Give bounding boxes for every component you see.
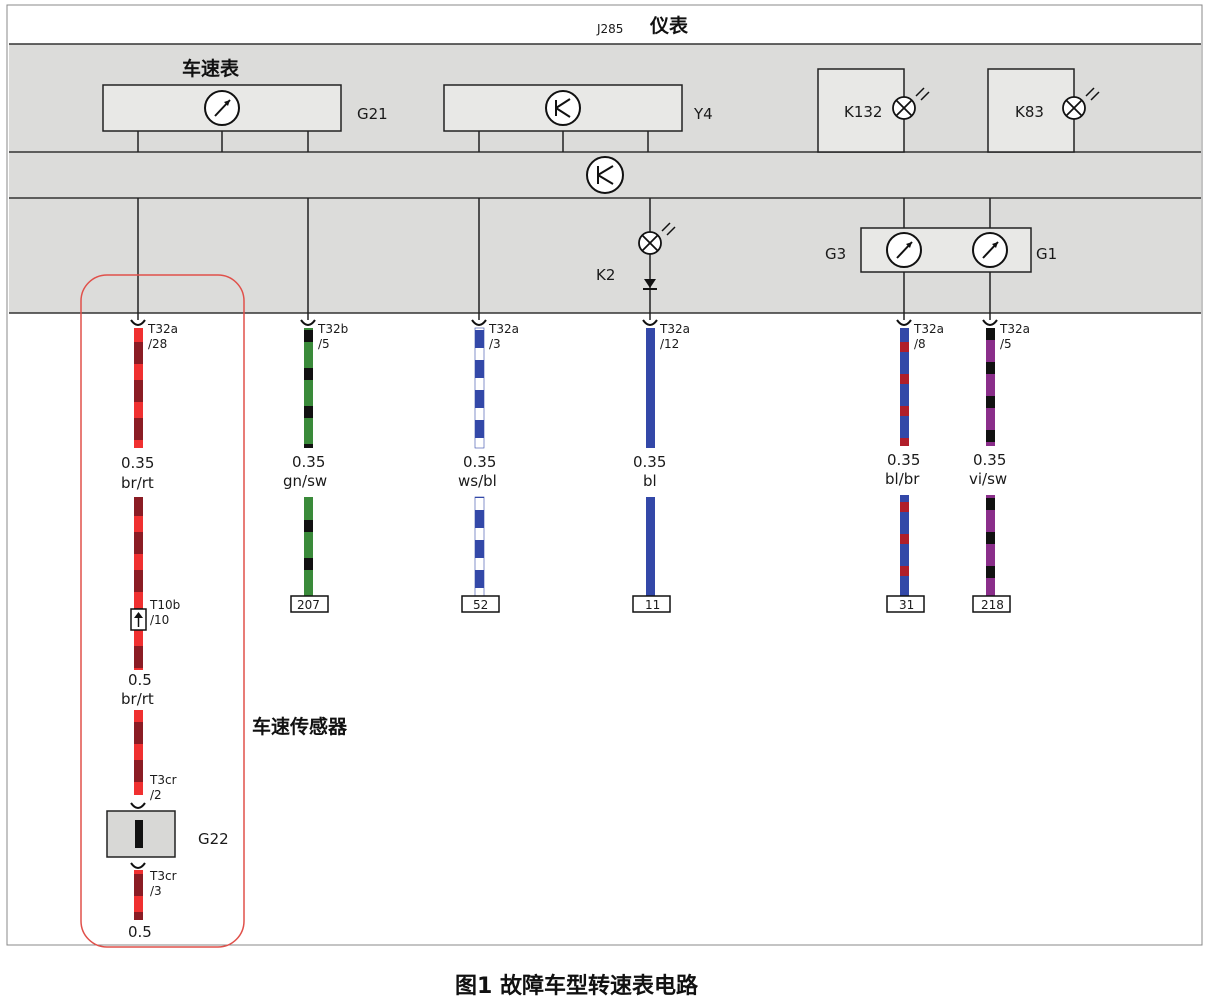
- t3cr-top-connector: [130, 802, 146, 809]
- w1-size2: 0.5: [128, 671, 152, 689]
- w3-size: 0.35: [463, 453, 496, 471]
- w5-connector: T32a: [913, 322, 944, 336]
- k83-component: [987, 68, 1100, 153]
- g3-label: G3: [825, 245, 846, 263]
- w6-color: vi/sw: [969, 470, 1007, 488]
- k132-label: K132: [844, 103, 882, 121]
- w5-pin: /8: [914, 337, 926, 351]
- gauge-icon: [204, 90, 240, 126]
- g21-speedometer: [102, 84, 342, 152]
- y4-label: Y4: [693, 105, 713, 123]
- w3-terminal-box: [461, 595, 500, 613]
- panel-wires: [137, 198, 991, 320]
- w1-connector2: T10b: [149, 598, 180, 612]
- sensor-title: 车速传感器: [252, 715, 348, 738]
- g22-speed-sensor: [106, 810, 176, 858]
- w1-connector: T32a: [147, 322, 178, 336]
- k2-label: K2: [596, 266, 615, 284]
- transistor-icon: [545, 90, 581, 126]
- w5-terminal: 31: [899, 598, 914, 612]
- header-name: 仪表: [649, 14, 689, 37]
- y4-component: [443, 84, 683, 152]
- diagram-frame: [6, 4, 1203, 946]
- wire-visw: [986, 328, 995, 596]
- w1-pin3: /2: [150, 788, 162, 802]
- w4-connector: T32a: [659, 322, 690, 336]
- w3-color: ws/bl: [458, 472, 497, 490]
- w6-connector: T32a: [999, 322, 1030, 336]
- w2-pin: /5: [318, 337, 330, 351]
- w1-connector3: T3cr: [149, 773, 177, 787]
- w5-size: 0.35: [887, 451, 920, 469]
- w2-terminal: 207: [297, 598, 320, 612]
- w6-terminal: 218: [981, 598, 1004, 612]
- sensor-highlight-box: [80, 274, 245, 948]
- g22-label: G22: [198, 830, 229, 848]
- figure-caption: 图1 故障车型转速表电路: [455, 973, 699, 999]
- k83-label: K83: [1015, 103, 1044, 121]
- g21-label: G21: [357, 105, 388, 123]
- w1-color2: br/rt: [121, 690, 154, 708]
- speedometer-title: 车速表: [182, 57, 240, 80]
- w6-pin: /5: [1000, 337, 1012, 351]
- g3-g1-gauges: [860, 227, 1032, 273]
- w6-size: 0.35: [973, 451, 1006, 469]
- gauge-icon: [972, 232, 1008, 268]
- w1-size3: 0.5: [128, 923, 152, 941]
- w6-terminal-box: [972, 595, 1011, 613]
- w4-terminal-box: [632, 595, 671, 613]
- w3-connector: T32a: [488, 322, 519, 336]
- w5-terminal-box: [886, 595, 925, 613]
- t3cr-bottom-connector: [130, 862, 146, 869]
- w1-color: br/rt: [121, 474, 154, 492]
- w1-pin4: /3: [150, 884, 162, 898]
- gauge-icon: [886, 232, 922, 268]
- wire-blbr: [900, 328, 909, 596]
- w4-pin: /12: [660, 337, 679, 351]
- w2-color: gn/sw: [283, 472, 327, 490]
- wire-bl: [646, 328, 655, 596]
- wire-gnsw: [304, 328, 313, 596]
- w1-connector4: T3cr: [149, 869, 177, 883]
- w2-connector: T32b: [317, 322, 348, 336]
- w3-terminal: 52: [473, 598, 488, 612]
- wire-brrt: [134, 328, 143, 920]
- g1-label: G1: [1036, 245, 1057, 263]
- w1-size: 0.35: [121, 454, 154, 472]
- w2-terminal-box: [290, 595, 329, 613]
- t10b-connector: [130, 608, 147, 631]
- connector-symbols: [130, 319, 998, 326]
- w4-color: bl: [643, 472, 657, 490]
- lamp-icon: [1062, 87, 1100, 120]
- transistor-icon: [586, 156, 624, 194]
- w1-pin: /28: [148, 337, 167, 351]
- w2-size: 0.35: [292, 453, 325, 471]
- w5-color: bl/br: [885, 470, 920, 488]
- lamp-icon: [892, 87, 930, 120]
- diode-icon: [643, 279, 657, 290]
- w1-pin2: /10: [150, 613, 169, 627]
- header-code: J285: [596, 22, 623, 36]
- w4-terminal: 11: [645, 598, 660, 612]
- w3-pin: /3: [489, 337, 501, 351]
- w4-size: 0.35: [633, 453, 666, 471]
- k132-component: [817, 68, 930, 153]
- k2-lamp: [638, 222, 676, 255]
